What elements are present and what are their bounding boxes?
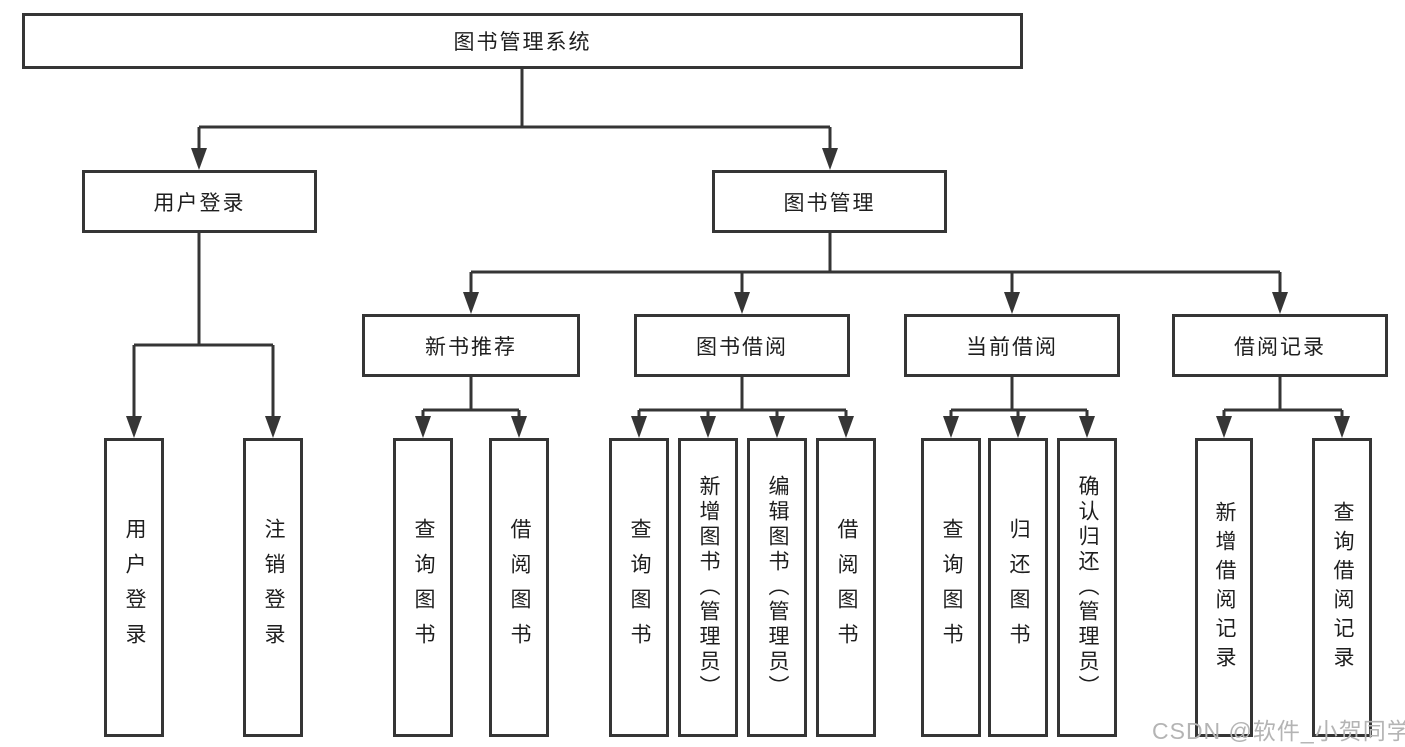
leaf-query-books-2-label: 查询图书 <box>628 517 651 658</box>
leaf-query-borrow-record: 查询借阅记录 <box>1312 438 1372 737</box>
leaf-query-books-3: 查询图书 <box>921 438 981 737</box>
leaf-borrow-books-2: 借阅图书 <box>816 438 876 737</box>
leaf-query-books-2: 查询图书 <box>609 438 669 737</box>
leaf-add-books-admin-label: 新增图书（管理员） <box>697 475 720 700</box>
leaf-logout-label: 注销登录 <box>262 517 285 658</box>
node-user-login-label: 用户登录 <box>153 191 246 215</box>
node-new-book-recommend-label: 新书推荐 <box>425 335 517 359</box>
leaf-return-books: 归还图书 <box>988 438 1048 737</box>
leaf-user-login-label: 用户登录 <box>123 517 146 658</box>
leaf-logout: 注销登录 <box>243 438 303 737</box>
leaf-query-books-3-label: 查询图书 <box>940 517 963 658</box>
arrowhead-icons <box>126 148 1350 438</box>
leaf-add-books-admin: 新增图书（管理员） <box>678 438 738 737</box>
leaf-borrow-books-2-label: 借阅图书 <box>835 517 858 658</box>
node-book-management: 图书管理 <box>712 170 947 233</box>
node-root: 图书管理系统 <box>22 13 1023 69</box>
node-book-borrowing-label: 图书借阅 <box>696 335 788 359</box>
leaf-return-books-label: 归还图书 <box>1007 517 1030 658</box>
leaf-user-login: 用户登录 <box>104 438 164 737</box>
node-current-borrowing-label: 当前借阅 <box>966 335 1058 359</box>
leaf-query-books-1: 查询图书 <box>393 438 453 737</box>
leaf-borrow-books-1: 借阅图书 <box>489 438 549 737</box>
leaf-query-borrow-record-label: 查询借阅记录 <box>1331 500 1354 675</box>
leaf-confirm-return-admin-label: 确认归还（管理员） <box>1076 475 1099 700</box>
leaf-add-borrow-record-label: 新增借阅记录 <box>1213 500 1236 675</box>
leaf-add-borrow-record: 新增借阅记录 <box>1195 438 1253 737</box>
node-borrowing-records: 借阅记录 <box>1172 314 1388 377</box>
node-borrowing-records-label: 借阅记录 <box>1234 335 1326 359</box>
csdn-watermark: CSDN @软件_小贺同学 <box>1152 718 1405 744</box>
leaf-borrow-books-1-label: 借阅图书 <box>508 517 531 658</box>
leaf-query-books-1-label: 查询图书 <box>412 517 435 658</box>
node-user-login: 用户登录 <box>82 170 317 233</box>
leaf-edit-books-admin-label: 编辑图书（管理员） <box>766 475 789 700</box>
node-current-borrowing: 当前借阅 <box>904 314 1120 377</box>
node-root-label: 图书管理系统 <box>453 31 592 54</box>
node-new-book-recommend: 新书推荐 <box>362 314 580 377</box>
node-book-management-label: 图书管理 <box>783 191 876 215</box>
leaf-edit-books-admin: 编辑图书（管理员） <box>747 438 807 737</box>
node-book-borrowing: 图书借阅 <box>634 314 850 377</box>
leaf-confirm-return-admin: 确认归还（管理员） <box>1057 438 1117 737</box>
